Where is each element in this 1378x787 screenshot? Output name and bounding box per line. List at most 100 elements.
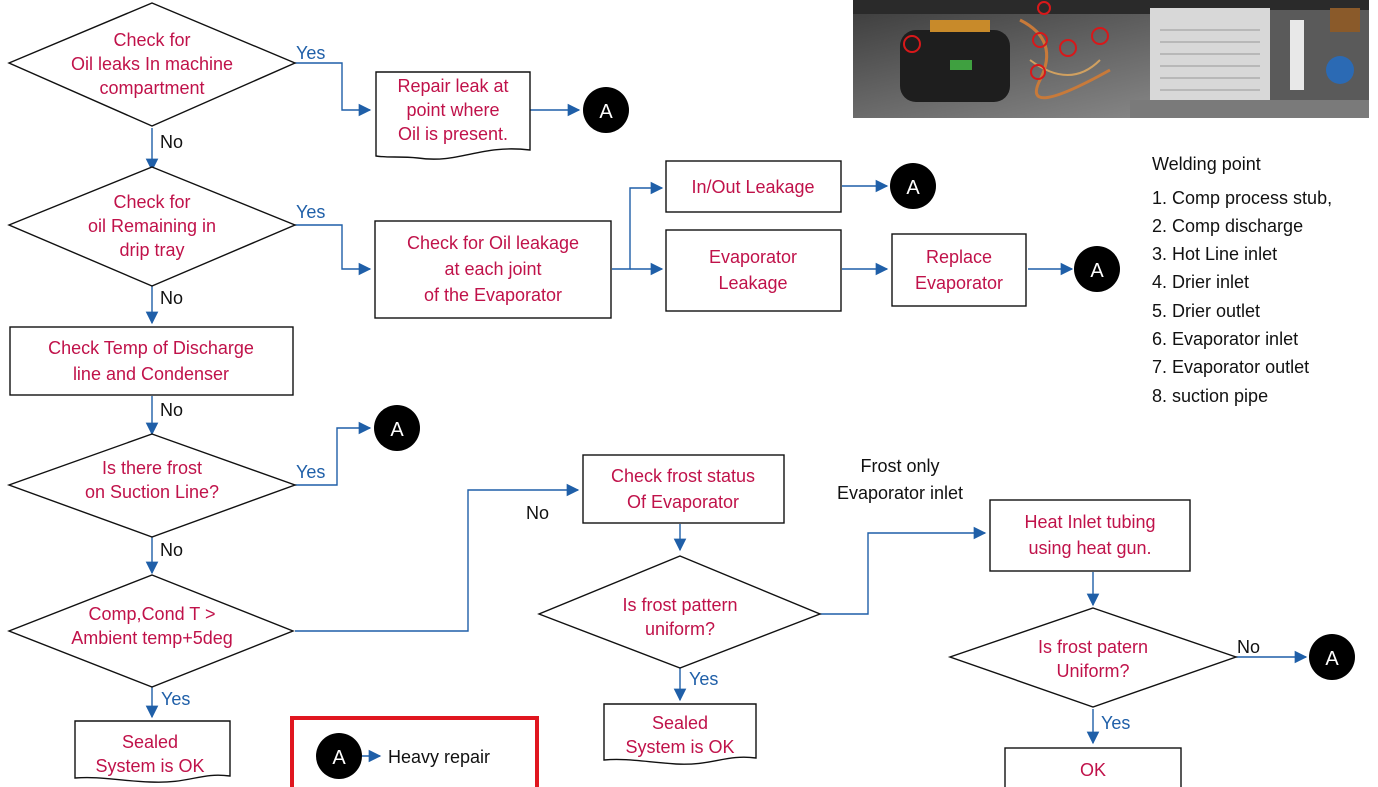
edge-label-yes: Yes <box>161 689 190 709</box>
decision-oil-drip-tray: Check for oil Remaining in drip tray <box>7 166 297 287</box>
process-check-temp-discharge: Check Temp of Discharge line and Condense… <box>9 326 294 396</box>
svg-text:A: A <box>1090 260 1104 282</box>
connector-a: A <box>374 405 420 451</box>
process-in-out-leakage: In/Out Leakage <box>665 160 842 213</box>
svg-text:Comp,Cond T >Ambient temp+5deg: Comp,Cond T > Ambient temp+5deg <box>71 604 233 648</box>
svg-text:A: A <box>599 101 613 123</box>
welding-item: 8. suction pipe <box>1152 386 1268 406</box>
edge-label-yes: Yes <box>296 43 325 63</box>
node-text: Check for <box>113 30 190 50</box>
connector-lines <box>145 62 1308 745</box>
legend-text: Heavy repair <box>388 747 490 767</box>
node-text: oil Remaining in <box>88 216 216 236</box>
node-text: System is OK <box>625 737 734 757</box>
node-text: Sealed <box>652 713 708 733</box>
connector-a: A <box>1309 634 1355 680</box>
node-text: Uniform? <box>1056 661 1129 681</box>
node-text: Evaporator <box>709 247 797 267</box>
svg-text:A: A <box>390 419 404 441</box>
edge-label-no: No <box>160 540 183 560</box>
edge-label-no: No <box>160 400 183 420</box>
legend-box: A Heavy repair <box>290 716 539 787</box>
node-text: Evaporator <box>915 273 1003 293</box>
svg-text:A: A <box>1325 648 1339 670</box>
edge-label-yes: Yes <box>1101 713 1130 733</box>
node-text: drip tray <box>119 240 184 260</box>
node-text: Of Evaporator <box>627 492 739 512</box>
welding-item: 2. Comp discharge <box>1152 216 1303 236</box>
edge-label-no: No <box>160 288 183 308</box>
node-text: In/Out Leakage <box>691 177 814 197</box>
decision-comp-cond-temp: Comp,Cond T > Ambient temp+5deg <box>7 574 295 688</box>
welding-item: 7. Evaporator outlet <box>1152 357 1309 377</box>
edge-label-no: No <box>526 503 549 523</box>
welding-item: 6. Evaporator inlet <box>1152 329 1298 349</box>
node-text: Repair leak at <box>397 76 508 96</box>
node-text: Oil is present. <box>398 124 508 144</box>
welding-title: Welding point <box>1152 154 1261 174</box>
welding-point-list: Welding point 1. Comp process stub, 2. C… <box>1152 154 1332 406</box>
node-text: Ambient temp+5deg <box>71 628 233 648</box>
node-text: Is frost patern <box>1038 637 1148 657</box>
edge-label-yes: Yes <box>296 462 325 482</box>
connector-a: A <box>1074 246 1120 292</box>
node-text: Check frost status <box>611 466 755 486</box>
process-check-frost-status: Check frost status Of Evaporator <box>582 454 785 524</box>
node-text: compartment <box>99 78 204 98</box>
welding-item: 3. Hot Line inlet <box>1152 244 1277 264</box>
node-text: Is frost pattern <box>622 595 737 615</box>
node-text: Check Temp of Discharge <box>48 338 254 358</box>
edge-label-no: No <box>1237 637 1260 657</box>
machine-compartment-photo <box>853 0 1369 118</box>
node-text: Is there frost <box>102 458 202 478</box>
decision-frost-pattern-uniform: Is frost pattern uniform? <box>537 555 822 669</box>
edge-label-no: No <box>160 132 183 152</box>
node-text: Check for <box>113 192 190 212</box>
node-text: Heat Inlet tubing <box>1024 512 1155 532</box>
edge-label-yes: Yes <box>689 669 718 689</box>
node-text: OK <box>1080 760 1106 780</box>
node-text: Comp,Cond T > <box>89 604 216 624</box>
node-text: at each joint <box>444 259 541 279</box>
process-heat-inlet-tubing: Heat Inlet tubing using heat gun. <box>989 499 1191 572</box>
node-text: Check for Oil leakage <box>407 233 579 253</box>
node-text: line and Condenser <box>73 364 229 384</box>
edge-label-yes: Yes <box>296 202 325 222</box>
node-text: point where <box>406 100 499 120</box>
node-text: System is OK <box>95 756 204 776</box>
edge-labels: Yes No Yes No No Yes No No Yes Yes No Ye… <box>160 43 1260 733</box>
connector-a: A <box>890 163 936 209</box>
welding-item: 1. Comp process stub, <box>1152 188 1332 208</box>
node-text: using heat gun. <box>1028 538 1151 558</box>
node-text: Oil leaks In machine <box>71 54 233 74</box>
connector-a: A <box>583 87 629 133</box>
node-text: Sealed <box>122 732 178 752</box>
svg-text:A: A <box>906 177 920 199</box>
node-text: Replace <box>926 247 992 267</box>
welding-item: 5. Drier outlet <box>1152 301 1260 321</box>
legend-connector-a <box>316 733 362 779</box>
node-text: uniform? <box>645 619 715 639</box>
